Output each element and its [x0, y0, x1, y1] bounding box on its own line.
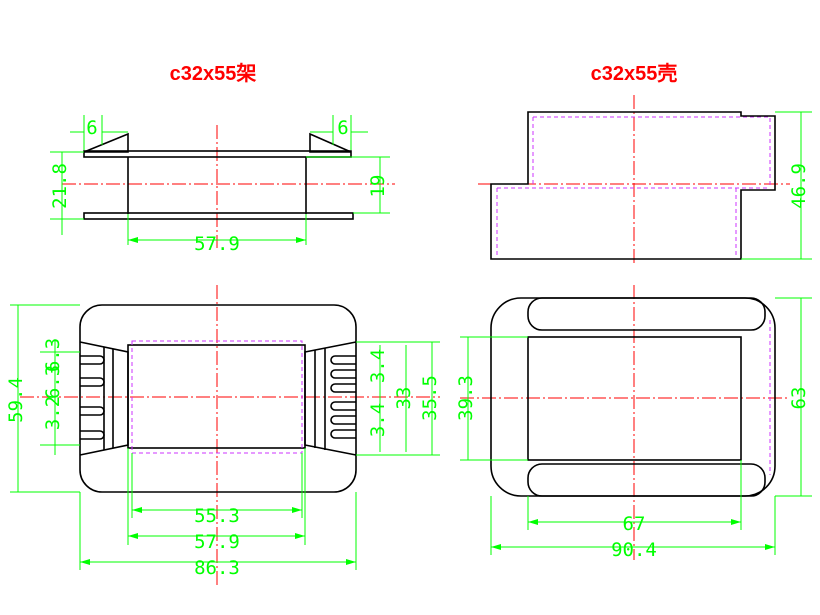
- frame-top-width-window-dim: 55.3: [194, 505, 240, 527]
- frame-side-tab-right-dim: 6: [337, 117, 348, 139]
- frame-top-height-total-dim: 59.4: [5, 377, 27, 423]
- shell-title: c32x55壳: [591, 61, 678, 85]
- frame-top-width-body-dim: 57.9: [194, 531, 240, 553]
- frame-top-pin-pitch-left-2-dim: 6.3: [42, 365, 64, 399]
- frame-side-height-total-dim: 21.8: [49, 163, 71, 209]
- frame-top-window-height-dim: 35.5: [419, 375, 441, 421]
- frame-top-width-total-dim: 86.3: [194, 557, 240, 579]
- frame-top-pin-pitch-left-1-dim: 6.3: [42, 338, 64, 372]
- frame-top-inner-height-dim: 33: [393, 387, 415, 410]
- frame-top-pin-pitch-right-1-dim: 3.4: [367, 349, 389, 383]
- shell-top-height-total-dim: 63: [788, 387, 810, 410]
- frame-title: c32x55架: [170, 62, 257, 85]
- frame-side-tab-left-dim: 6: [86, 117, 97, 139]
- shell-top-inner-height-dim: 39.3: [455, 375, 477, 421]
- shell-side-height-dim: 46.9: [788, 163, 810, 209]
- frame-top-pin-pitch-right-2-dim: 3.4: [367, 403, 389, 437]
- frame-side-width-dim: 57.9: [194, 233, 240, 255]
- frame-side-view: 6 6 21.8 19 57.9: [49, 115, 395, 255]
- shell-top-view: 39.3 63 67 90.4: [455, 285, 812, 561]
- frame-top-view: 59.4 6.3 6.3 3.2 3.4 3.4 33 35.5 55.: [5, 285, 441, 585]
- shell-top-width-total-dim: 90.4: [611, 539, 657, 561]
- shell-top-width-inner-dim: 67: [623, 513, 646, 535]
- frame-side-height-inner-dim: 19: [367, 175, 389, 198]
- shell-side-view: 46.9: [478, 95, 812, 265]
- frame-top-pin-offset-left-dim: 3.2: [42, 396, 64, 430]
